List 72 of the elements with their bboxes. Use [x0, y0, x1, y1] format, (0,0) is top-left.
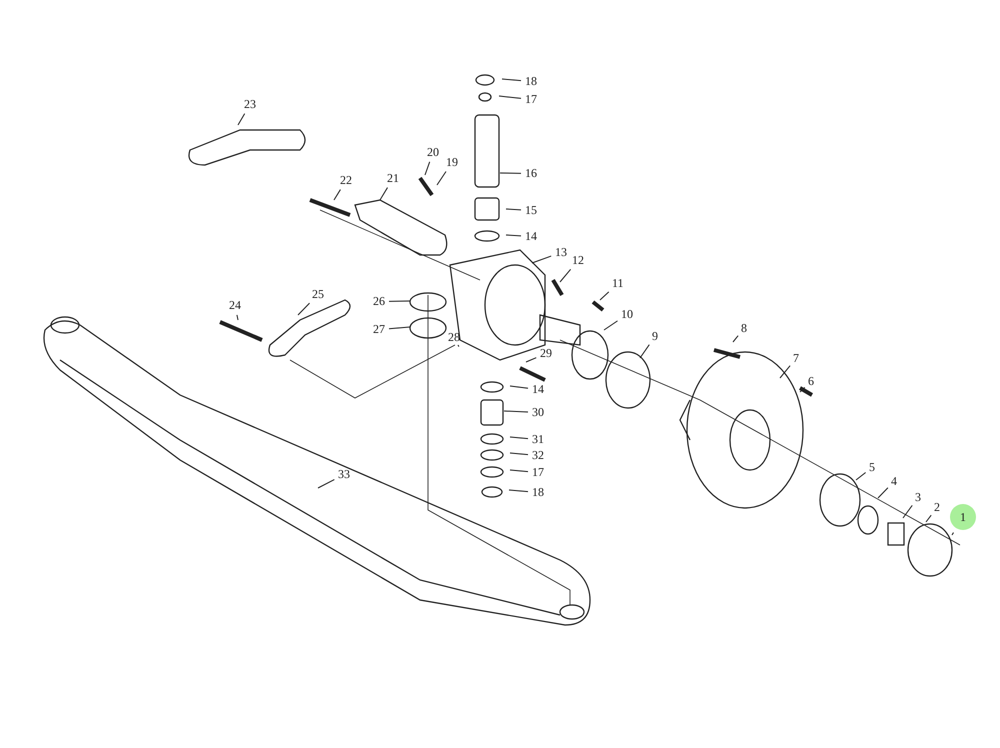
callout-number: 18: [524, 75, 538, 88]
callout-number: 13: [554, 246, 568, 259]
callout-number: 31: [531, 433, 545, 446]
leader-line: [298, 302, 310, 316]
callout-number: 5: [868, 461, 876, 474]
callout-number: 17: [524, 93, 538, 106]
leader-line: [506, 208, 522, 210]
callout-number: 26: [372, 295, 386, 308]
leader-line: [800, 386, 806, 392]
leader-line: [380, 187, 388, 200]
leader-line: [502, 78, 522, 82]
leader-line: [640, 344, 650, 358]
callout-number: 22: [339, 174, 353, 187]
callout-number: 12: [571, 254, 585, 267]
leader-line: [498, 96, 522, 99]
callout-number: 19: [445, 156, 459, 169]
callout-number: 11: [611, 277, 625, 290]
leader-line: [732, 335, 739, 342]
callout-number: 9: [651, 330, 659, 343]
leader-line: [902, 504, 913, 518]
leader-line: [600, 291, 610, 300]
callout-number: 18: [531, 486, 545, 499]
callout-number: 20: [426, 146, 440, 159]
callout-number: 30: [531, 406, 545, 419]
leader-line: [500, 172, 522, 174]
callout-number: 27: [372, 323, 386, 336]
leader-line: [506, 234, 522, 236]
leader-line: [388, 326, 410, 330]
leader-line: [334, 189, 341, 200]
callout-number: 24: [228, 299, 242, 312]
leader-line: [532, 256, 552, 264]
callout-number: 17: [531, 466, 545, 479]
leader-line: [510, 470, 528, 472]
callout-number: 32: [531, 449, 545, 462]
leader-line: [926, 514, 932, 522]
callout-number: 33: [337, 468, 351, 481]
callout-number: 25: [311, 288, 325, 301]
leader-line: [526, 357, 537, 362]
callout-number: 6: [807, 375, 815, 388]
leader-line: [238, 113, 246, 126]
leader-line: [318, 479, 335, 488]
leader-line: [604, 320, 618, 330]
leader-line: [780, 365, 791, 378]
leader-line: [436, 171, 446, 186]
callout-number: 16: [524, 167, 538, 180]
callout-number: 23: [243, 98, 257, 111]
callout-number: 28: [447, 331, 461, 344]
leader-line: [508, 490, 528, 492]
callout-number: 4: [890, 475, 898, 488]
leader-line: [560, 268, 572, 282]
callout-number: 29: [539, 347, 553, 360]
leader-line: [458, 344, 460, 348]
leader-line: [878, 487, 888, 498]
callout-number: 21: [386, 172, 400, 185]
leader-line: [510, 436, 528, 440]
callout-number: 14: [524, 230, 538, 243]
leader-line: [424, 161, 430, 176]
callout-number: 7: [792, 352, 800, 365]
leader-line: [504, 410, 528, 413]
callout-number: 14: [531, 383, 545, 396]
callout-number: 3: [914, 491, 922, 504]
leader-line: [388, 300, 410, 302]
leader-line: [510, 452, 528, 456]
callout-number: 15: [524, 204, 538, 217]
callout-number: 1: [950, 504, 976, 530]
callout-number: 2: [933, 501, 941, 514]
leader-line: [856, 472, 866, 480]
callout-number: 8: [740, 322, 748, 335]
leader-line: [510, 386, 529, 389]
leader-line: [236, 314, 238, 320]
leader-line: [952, 532, 954, 536]
callout-number: 10: [620, 308, 634, 321]
